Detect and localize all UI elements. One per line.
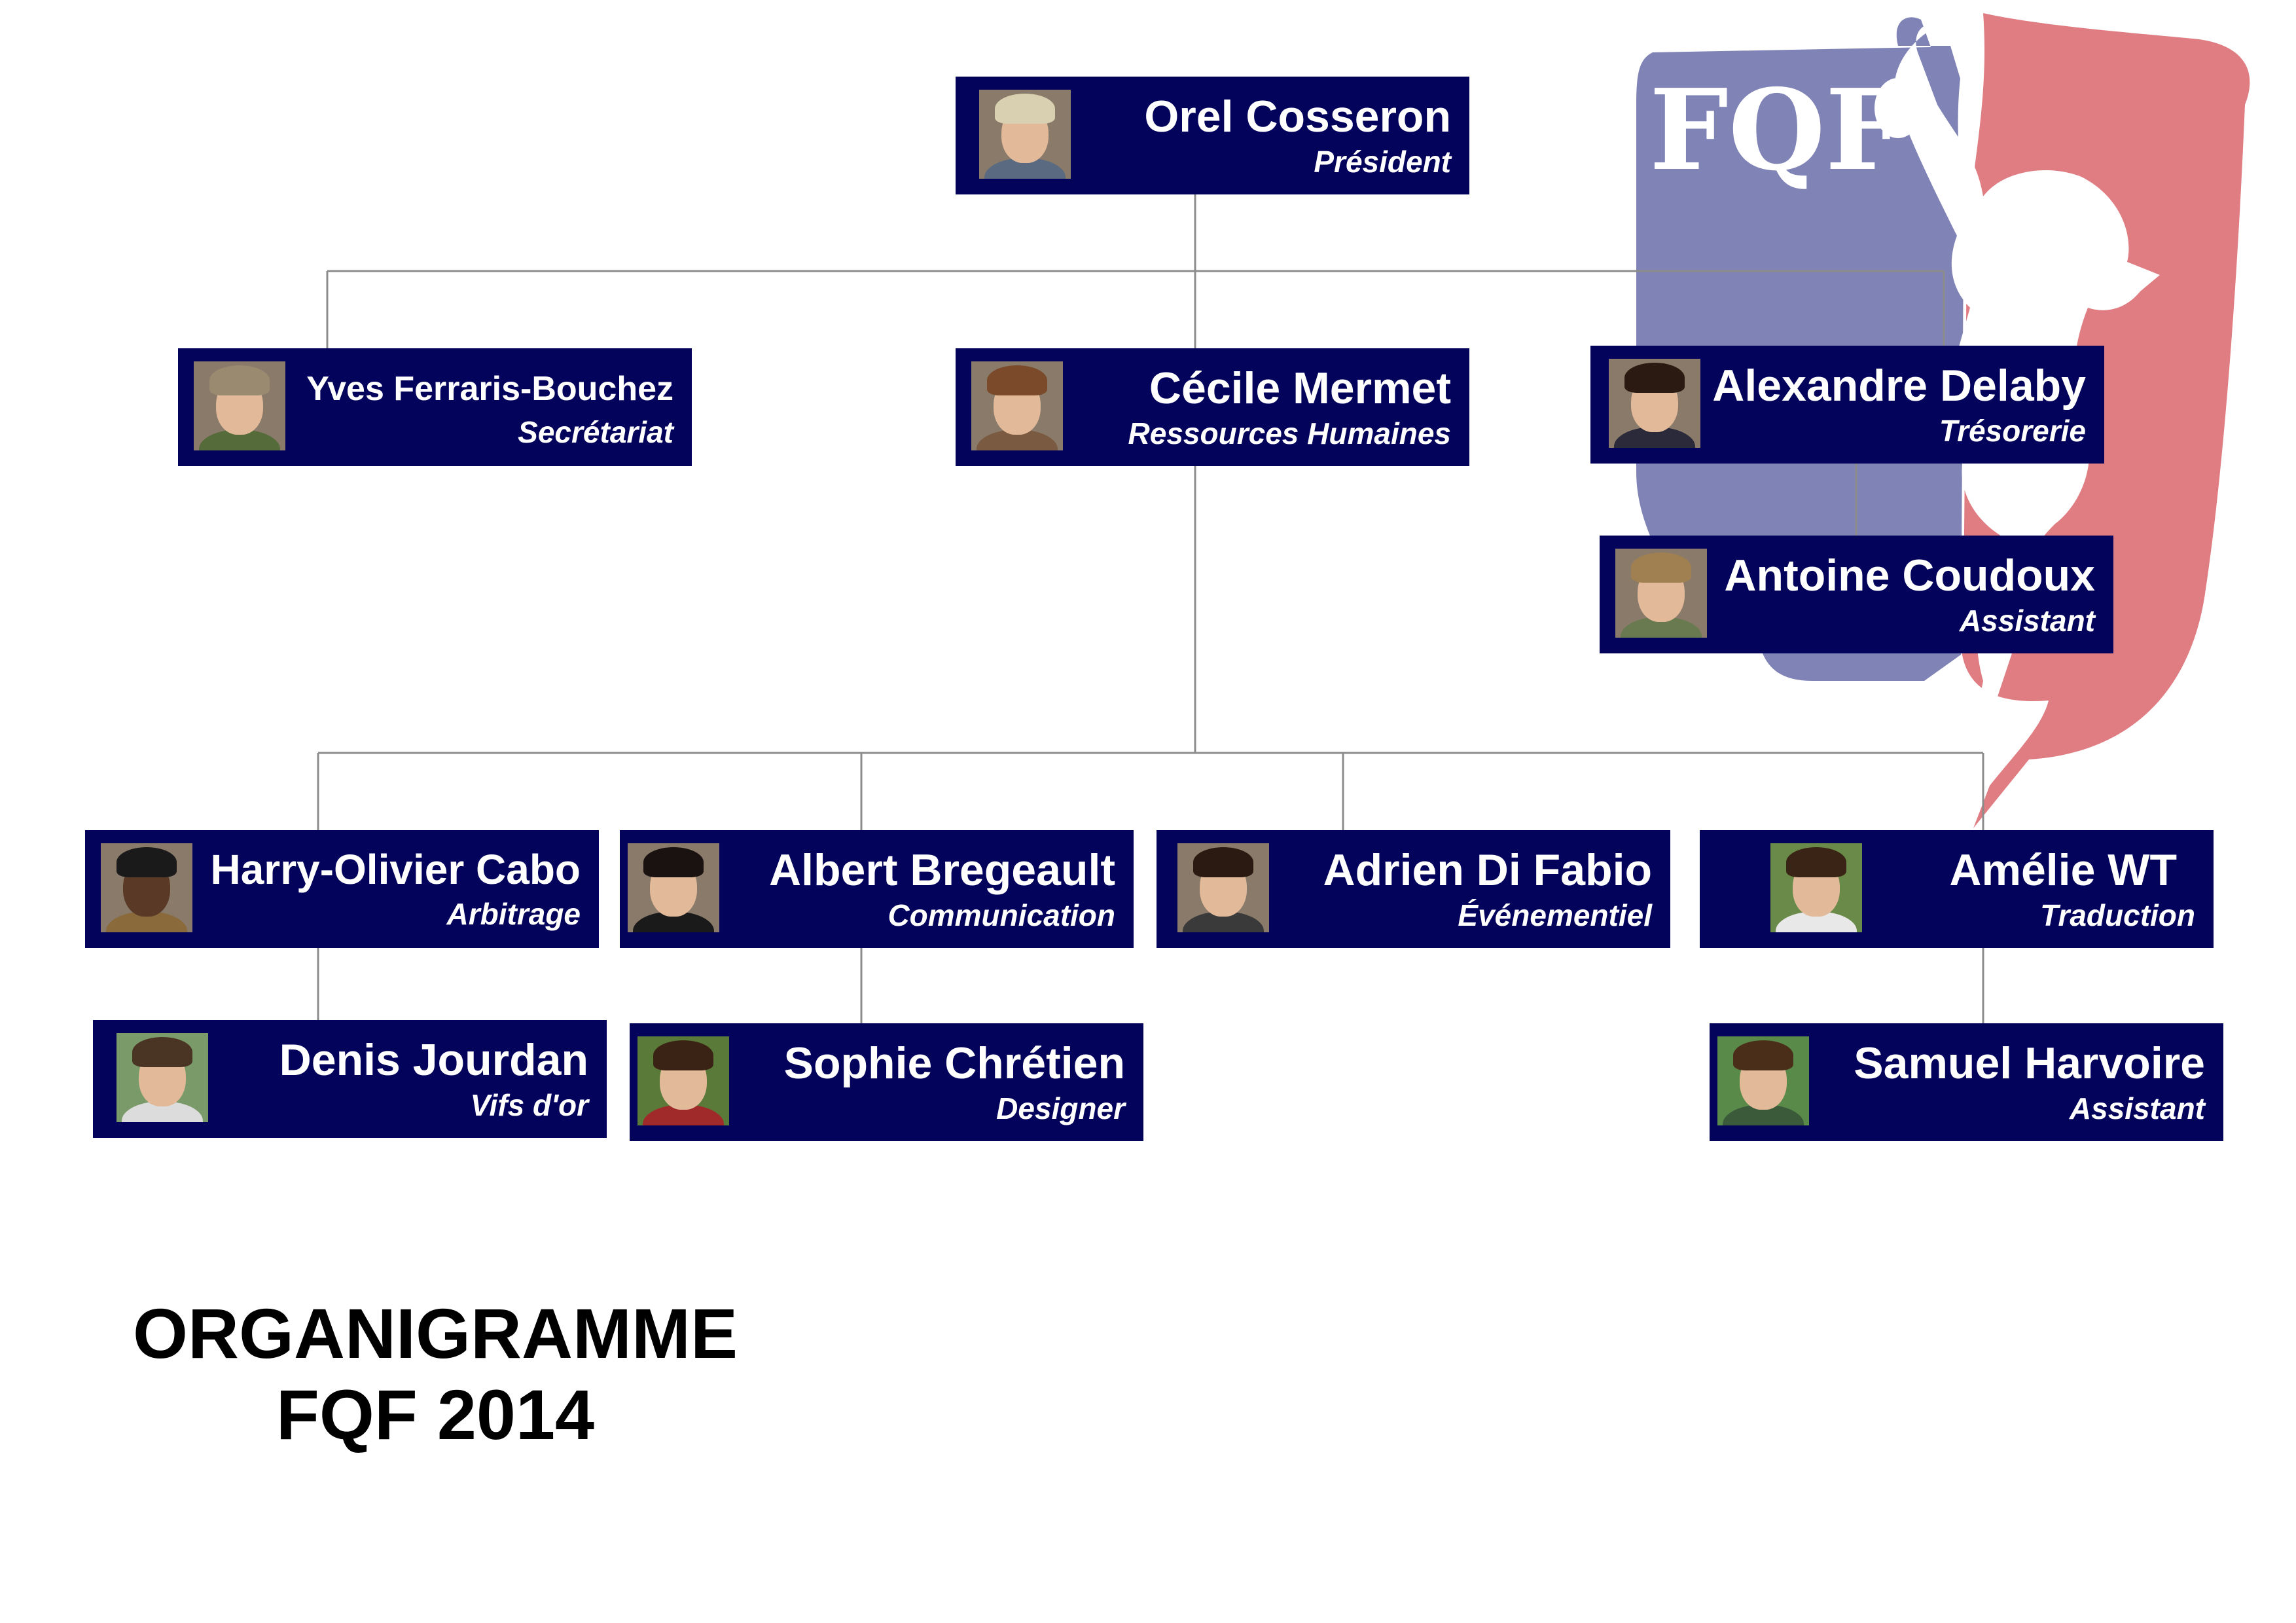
person-box-designer: Sophie Chrétien Designer [630, 1023, 1143, 1141]
person-role: Président [1314, 145, 1451, 179]
person-role: Ressources Humaines [1128, 416, 1451, 450]
avatar [1609, 359, 1700, 448]
person-box-communication: Albert Bregeault Communication [620, 830, 1134, 948]
person-role: Secrétariat [518, 415, 673, 449]
person-box-president: Orel Cosseron Président [956, 77, 1469, 194]
person-role: Arbitrage [446, 897, 581, 931]
logo-text: FQF [1649, 65, 1904, 196]
person-box-translation: Amélie WT Traduction [1700, 830, 2214, 948]
avatar [1615, 549, 1707, 638]
person-role: Designer [996, 1091, 1125, 1125]
avatar [1177, 843, 1269, 932]
person-name: Alexandre Delaby [1712, 361, 2086, 410]
avatar [971, 361, 1063, 450]
person-role: Événementiel [1458, 898, 1652, 932]
person-box-treasury-assistant: Antoine Coudoux Assistant [1600, 536, 2113, 653]
logo-ball [1874, 78, 1922, 138]
person-box-hr: Cécile Mermet Ressources Humaines [956, 348, 1469, 466]
person-box-treasury: Alexandre Delaby Trésorerie [1590, 346, 2104, 464]
person-name: Amélie WT [1949, 845, 2177, 895]
person-role: Traduction [2040, 898, 2195, 932]
person-name: Denis Jourdan [279, 1035, 588, 1085]
chart-title: ORGANIGRAMME FQF 2014 [124, 1293, 746, 1455]
person-name: Adrien Di Fabio [1323, 845, 1652, 895]
person-role: Assistant [1959, 604, 2095, 638]
person-role: Assistant [2069, 1091, 2205, 1125]
person-role: Vifs d'or [470, 1088, 588, 1122]
person-box-translation-assistant: Samuel Harvoire Assistant [1710, 1023, 2223, 1141]
person-name: Orel Cosseron [1144, 92, 1451, 141]
avatar [117, 1033, 208, 1122]
person-box-vifs: Denis Jourdan Vifs d'or [93, 1020, 607, 1138]
person-name: Samuel Harvoire [1854, 1038, 2205, 1088]
person-name: Antoine Coudoux [1724, 551, 2095, 600]
avatar [1717, 1036, 1809, 1125]
avatar [979, 90, 1071, 179]
person-box-events: Adrien Di Fabio Événementiel [1157, 830, 1670, 948]
person-name: Cécile Mermet [1149, 363, 1451, 413]
person-name: Yves Ferraris-Bouchez [306, 370, 673, 408]
person-role: Communication [888, 898, 1115, 932]
title-line-1: ORGANIGRAMME [133, 1294, 738, 1373]
avatar [1770, 843, 1862, 932]
avatar [637, 1036, 729, 1125]
person-role: Trésorerie [1939, 414, 2086, 448]
avatar [101, 843, 192, 932]
person-box-refereeing: Harry-Olivier Cabo Arbitrage [85, 830, 599, 948]
person-name: Sophie Chrétien [783, 1038, 1125, 1088]
title-line-2: FQF 2014 [276, 1375, 595, 1454]
person-name: Albert Bregeault [769, 845, 1115, 895]
person-name: Harry-Olivier Cabo [210, 846, 581, 893]
person-box-secretariat: Yves Ferraris-Bouchez Secrétariat [178, 348, 692, 466]
avatar [194, 361, 285, 450]
avatar [628, 843, 719, 932]
